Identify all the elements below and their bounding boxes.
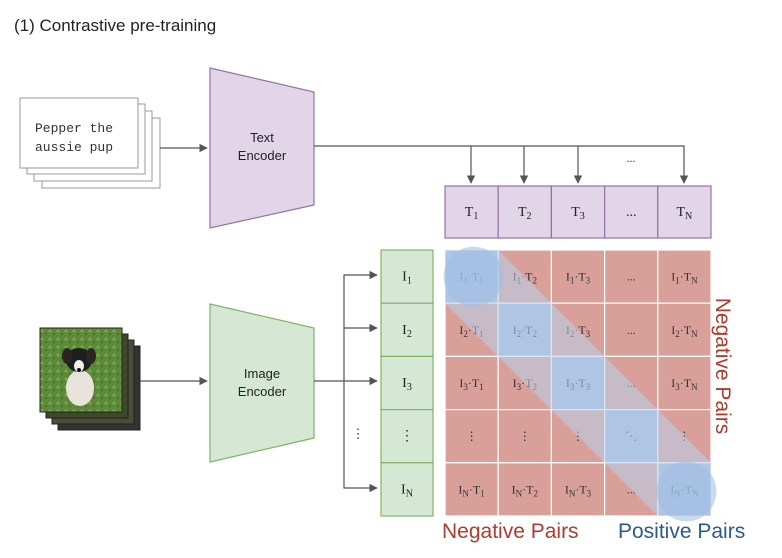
text-vector-label: T3 [571, 205, 585, 222]
positive-diagonal-band [445, 250, 711, 516]
dog-photo [39, 327, 123, 413]
image-vector-cell [380, 462, 434, 517]
matrix-cell-label: I1·T3 [566, 270, 591, 286]
text-input-line-1: Pepper the [35, 121, 113, 136]
matrix-cell-label: IN·T1 [458, 482, 484, 498]
matrix-cell-label: ⋮ [519, 429, 531, 443]
image-vector-label: I2 [402, 323, 412, 340]
image-encoder: Image Encoder [209, 303, 315, 463]
negative-pair-cell [550, 462, 606, 517]
image-vector-label: I1 [402, 270, 412, 287]
left-ellipsis: ⋮ [352, 426, 365, 441]
negative-pair-cell [657, 355, 712, 411]
top-ellipsis: ... [627, 151, 636, 165]
svg-text:Text: Text [250, 130, 274, 145]
text-vector-row: T1 T2 T3... TN [444, 185, 712, 239]
negative-pairs-label-side: Negative Pairs [711, 297, 734, 435]
negative-pair-cell [603, 249, 659, 304]
negative-pair-cell [444, 462, 499, 517]
image-vector-label: IN [401, 482, 414, 499]
text-vector-cell [603, 185, 659, 239]
matrix-cell-label: I3·T1 [459, 376, 483, 392]
matrix-cell-label: ... [627, 323, 636, 337]
diagonal-end-circle [656, 461, 717, 522]
text-vector-label: T2 [518, 205, 532, 222]
negative-pair-cell [603, 302, 659, 358]
text-input-line-2: aussie pup [35, 140, 113, 155]
image-vector-cell [380, 249, 434, 304]
image-vector-label: I3 [402, 376, 412, 393]
text-vector-label: TN [676, 205, 693, 222]
negative-pair-cell [497, 462, 553, 517]
svg-text:Encoder: Encoder [238, 148, 287, 163]
matrix-cell-label: ⋮ [466, 429, 478, 443]
negative-pairs-label-bottom: Negative Pairs [442, 520, 579, 543]
text-vector-label: T1 [465, 205, 479, 222]
text-vector-cell [497, 185, 553, 239]
svg-text:Image: Image [244, 366, 280, 381]
matrix-cell-label: I3·TN [671, 376, 698, 392]
matrix-cell-label: IN·T3 [565, 482, 592, 498]
svg-text:Encoder: Encoder [238, 384, 287, 399]
similarity-matrix: I1·T1I1·T2I1·T3...I1·TNI2·T1I2·T2I2·T3..… [443, 246, 717, 522]
negative-pair-cell [550, 249, 606, 304]
image-vector-cell [380, 355, 434, 411]
text-fanout-arrows [314, 145, 689, 184]
text-input-card [19, 97, 139, 169]
image-vector-cell [380, 302, 434, 358]
matrix-cell-label: IN·T2 [512, 482, 538, 498]
positive-pairs-label: Positive Pairs [618, 520, 746, 543]
negative-pair-cell [657, 249, 712, 304]
text-vector-label: ... [626, 205, 637, 220]
text-vector-cell [444, 185, 499, 239]
matrix-cell-label: I2·TN [671, 323, 698, 339]
image-input-stack [39, 327, 141, 431]
text-vector-cell [657, 185, 712, 239]
image-fanout-arrows [314, 270, 378, 493]
matrix-cell-label: ... [627, 270, 636, 284]
text-input-stack: Pepper the aussie pup [19, 97, 161, 189]
image-vector-label: ⋮ [400, 429, 414, 444]
diagonal-start-circle [443, 246, 504, 307]
diagram-title: (1) Contrastive pre-training [14, 16, 217, 35]
matrix-cell-label: I1·TN [671, 270, 698, 286]
text-encoder: Text Encoder [209, 67, 315, 229]
